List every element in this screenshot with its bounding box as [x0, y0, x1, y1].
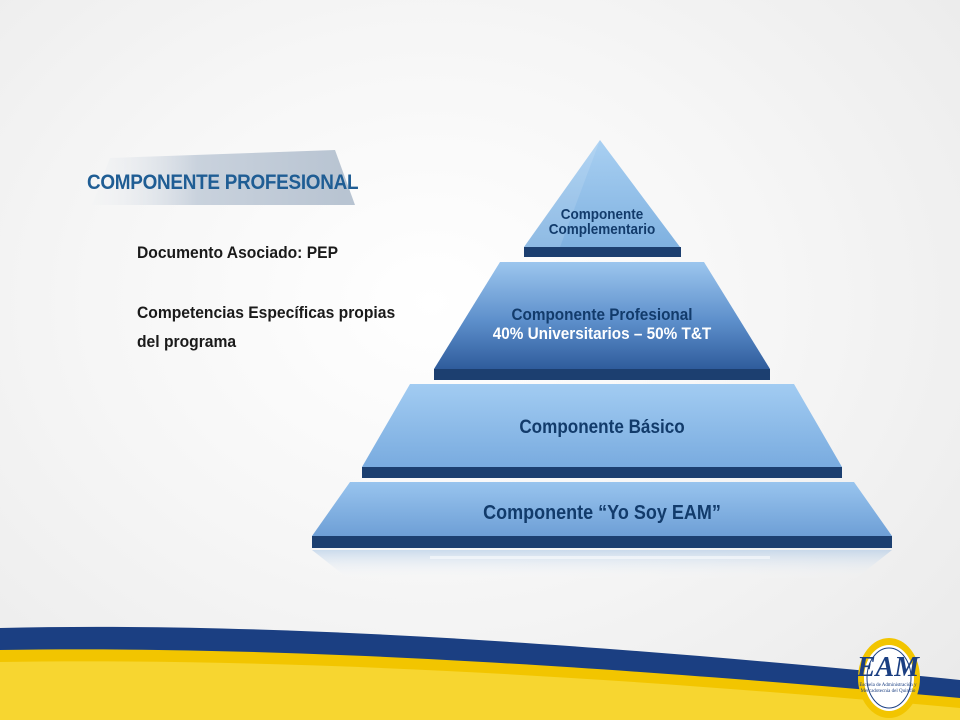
- eam-logo-subtitle: Escuela de Administración y Mercadotecni…: [848, 683, 928, 695]
- competencias-text-line2: del programa: [137, 332, 237, 351]
- documento-asociado-text: Documento Asociado: PEP: [137, 243, 339, 262]
- footer-swoosh: [0, 626, 960, 720]
- eam-logo-emblem: [858, 638, 920, 718]
- pyramid-tier-basico: [362, 384, 842, 478]
- pyramid-tier-profesional: [434, 262, 770, 380]
- tier2-label-line1: Componente Profesional: [511, 305, 693, 324]
- competencias-text-line1: Competencias Específicas propias: [137, 303, 396, 322]
- pyramid-tier-complementario: [524, 140, 681, 257]
- tier2-label-line2: 40% Universitarios – 50% T&T: [492, 324, 712, 343]
- tier1-label-line1: Componente: [560, 206, 644, 223]
- tier3-label: Componente Básico: [519, 417, 685, 438]
- pyramid-tier-yo-soy-eam: [312, 482, 892, 548]
- tier1-label-line2: Complementario: [548, 221, 656, 238]
- page-title: COMPONENTE PROFESIONAL: [87, 171, 359, 194]
- tier4-label: Componente “Yo Soy EAM”: [483, 502, 721, 524]
- title-band: [92, 150, 355, 205]
- eam-logo-subtitle-line2: Mercadotecnia del Quindío: [860, 689, 916, 694]
- eam-logo-subtitle-line1: Escuela de Administración y: [859, 683, 917, 688]
- eam-logo-name: EAM: [856, 652, 920, 683]
- pyramid-reflection: [312, 550, 892, 580]
